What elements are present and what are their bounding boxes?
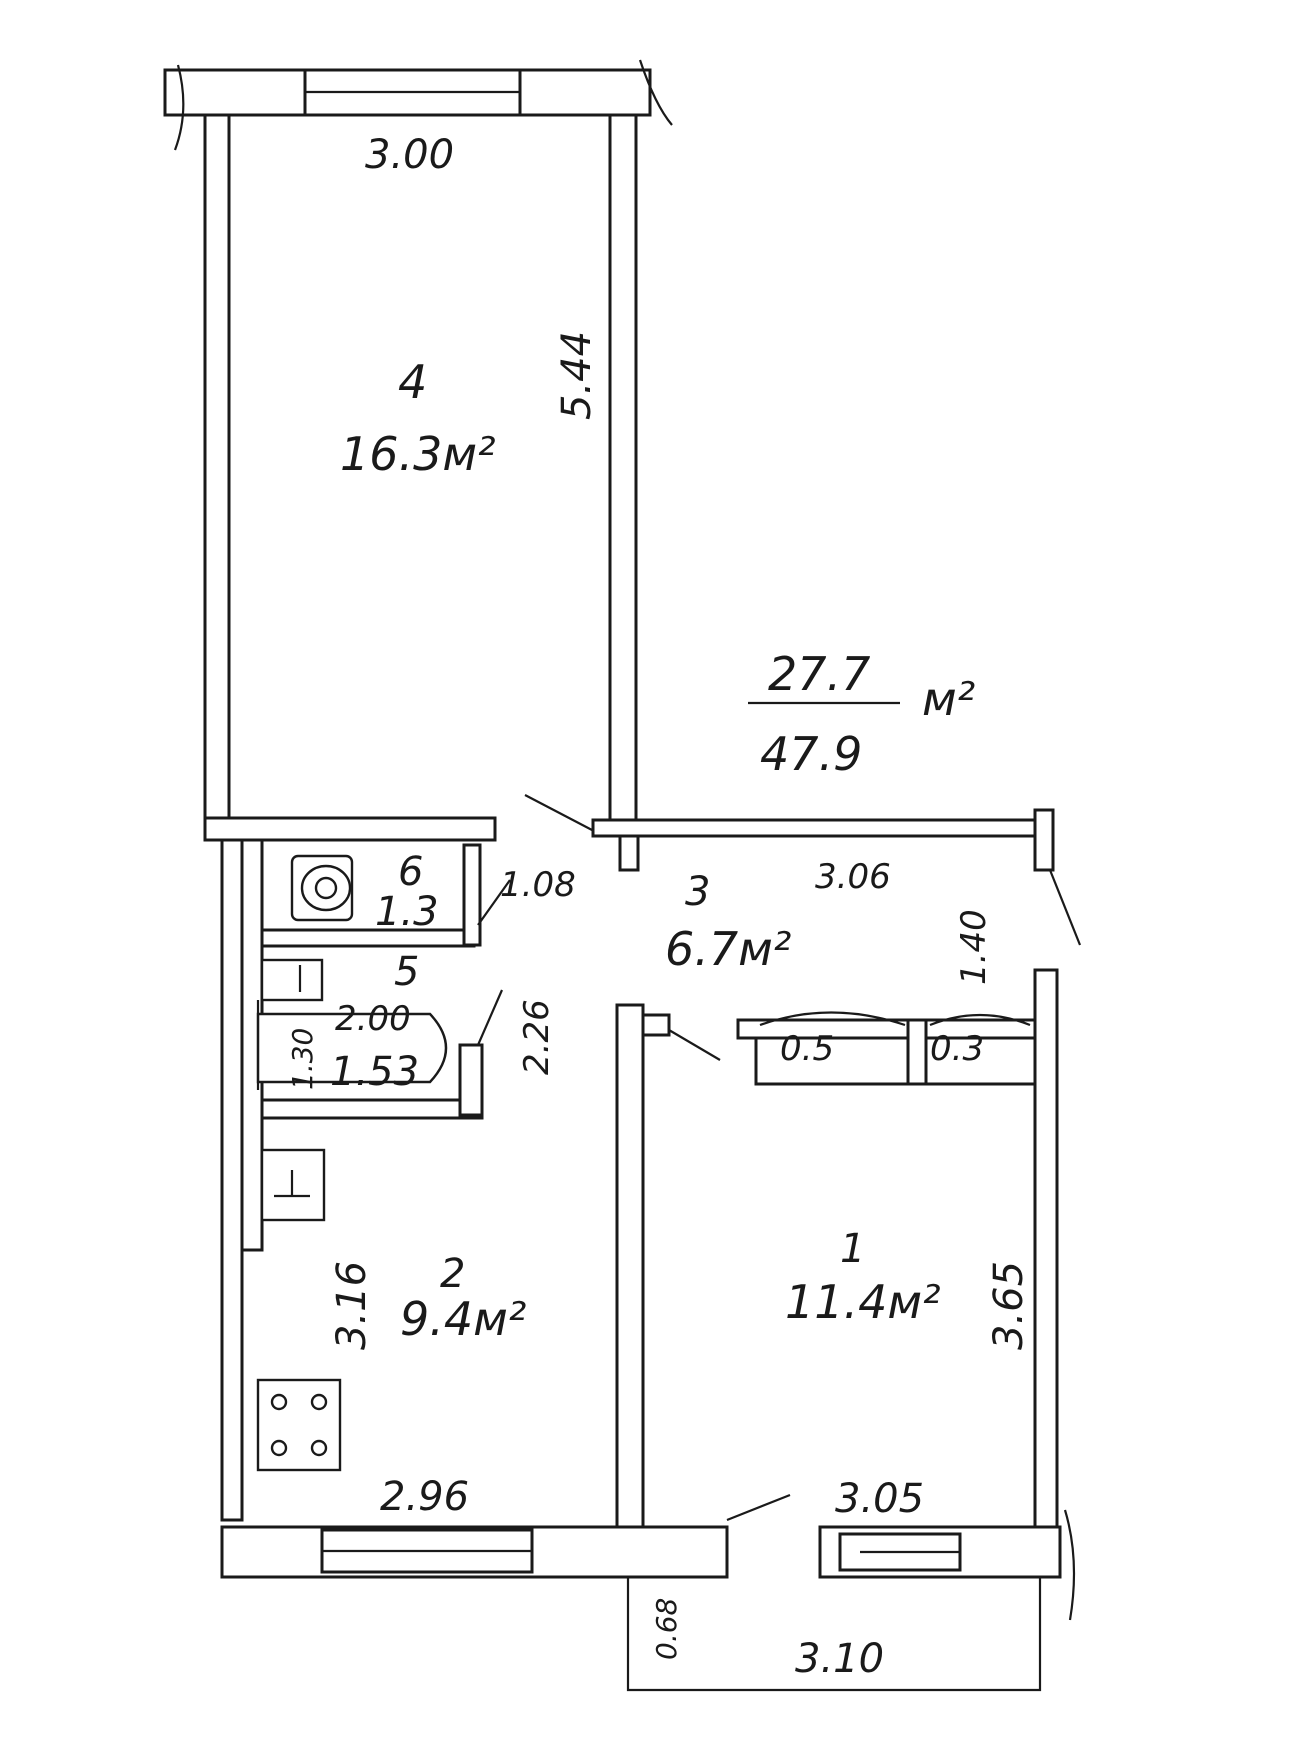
closets <box>736 1011 1037 1086</box>
burner-icon <box>270 1439 288 1457</box>
wall-break-left <box>173 64 185 151</box>
middle-partition <box>203 794 1082 946</box>
total-area-label: 47.9 <box>760 727 862 781</box>
wc-door-swing <box>477 879 511 926</box>
closet-door-arc <box>759 1011 906 1027</box>
bath-depth-label: 2.26 <box>517 999 557 1075</box>
door-swing-exit <box>1048 869 1082 946</box>
wc-right-post <box>462 843 482 947</box>
balcony-outline <box>626 1577 1042 1692</box>
wall-break-right <box>638 59 673 126</box>
room6-number: 6 <box>398 849 423 895</box>
closet-box <box>754 1036 1037 1086</box>
hall-depth-label: 1.40 <box>954 909 994 985</box>
room1-height-label: 3.65 <box>986 1261 1032 1350</box>
kitchen-room1-wall <box>615 1003 645 1529</box>
area-unit-label: м² <box>922 672 975 726</box>
burner-icon <box>310 1439 328 1457</box>
door-jamb <box>618 834 640 872</box>
room4-left-wall <box>203 113 231 822</box>
closet-divider <box>906 1018 928 1086</box>
balcony-door-swing <box>726 1493 791 1522</box>
lower-partition <box>615 968 1059 1532</box>
room1-door-swing <box>668 1029 721 1061</box>
bathtub-icon <box>256 1012 448 1084</box>
bath-small-label: 1.30 <box>286 1028 319 1090</box>
living-area-label: 27.7 <box>768 647 870 701</box>
wall-break-bottom <box>1063 1509 1076 1621</box>
room4-right-wall <box>608 113 638 822</box>
burner-icon <box>310 1393 328 1411</box>
door-swing-room4 <box>524 794 593 831</box>
toilet-bowl-icon <box>314 876 338 900</box>
room6-area: 1.3 <box>375 889 439 935</box>
room5-area: 1.53 <box>330 1049 419 1095</box>
bath-right-post <box>458 1043 484 1117</box>
bath-bottom-wall <box>260 1098 484 1120</box>
hall-end-post <box>1033 808 1055 872</box>
wc-width-label: 1.08 <box>500 865 576 905</box>
closet-b-label: 0.3 <box>930 1029 984 1069</box>
room2-number: 2 <box>440 1251 465 1297</box>
fixtures <box>256 854 448 1472</box>
bath-door-swing <box>476 989 504 1046</box>
burner-icon <box>270 1393 288 1411</box>
room4-area: 16.3м² <box>340 427 496 481</box>
closet-door-arc <box>929 1013 1031 1027</box>
balcony-width-label: 3.10 <box>795 1636 884 1682</box>
room1-number: 1 <box>840 1226 865 1272</box>
bath-width-label: 2.00 <box>335 999 411 1039</box>
top-width-label: 3.00 <box>365 132 454 178</box>
balcony-depth-label: 0.68 <box>650 1598 683 1660</box>
kitchen-left-wall <box>220 838 244 1522</box>
bottom-exterior <box>220 1493 1076 1692</box>
door-stub <box>641 1013 671 1037</box>
partition-right <box>591 818 1055 838</box>
hall-width-label: 3.06 <box>815 857 891 897</box>
sink-icon <box>260 958 324 1002</box>
kitchen-width-label: 2.96 <box>380 1474 469 1520</box>
room5-number: 5 <box>394 949 419 995</box>
room1-area: 11.4м² <box>785 1275 941 1329</box>
room3-number: 3 <box>685 869 710 915</box>
room3-area: 6.7м² <box>665 922 791 976</box>
stove-icon <box>256 1378 342 1472</box>
kitchen-block-walls <box>220 838 511 1522</box>
room4-number: 4 <box>398 355 427 409</box>
room2-area: 9.4м² <box>400 1292 526 1346</box>
closet-a-label: 0.5 <box>780 1029 834 1069</box>
labels: 3.00 5.44 4 16.3м² 27.7 47.9 м² 3.06 3 6… <box>286 132 1032 1682</box>
room1-width-label: 3.05 <box>835 1476 924 1522</box>
kitchen-height-label: 3.16 <box>329 1261 375 1350</box>
wc-bottom-wall <box>260 928 476 948</box>
room4-height-label: 5.44 <box>554 331 600 420</box>
room1-right-wall <box>1033 968 1059 1532</box>
partition-left <box>203 816 497 842</box>
